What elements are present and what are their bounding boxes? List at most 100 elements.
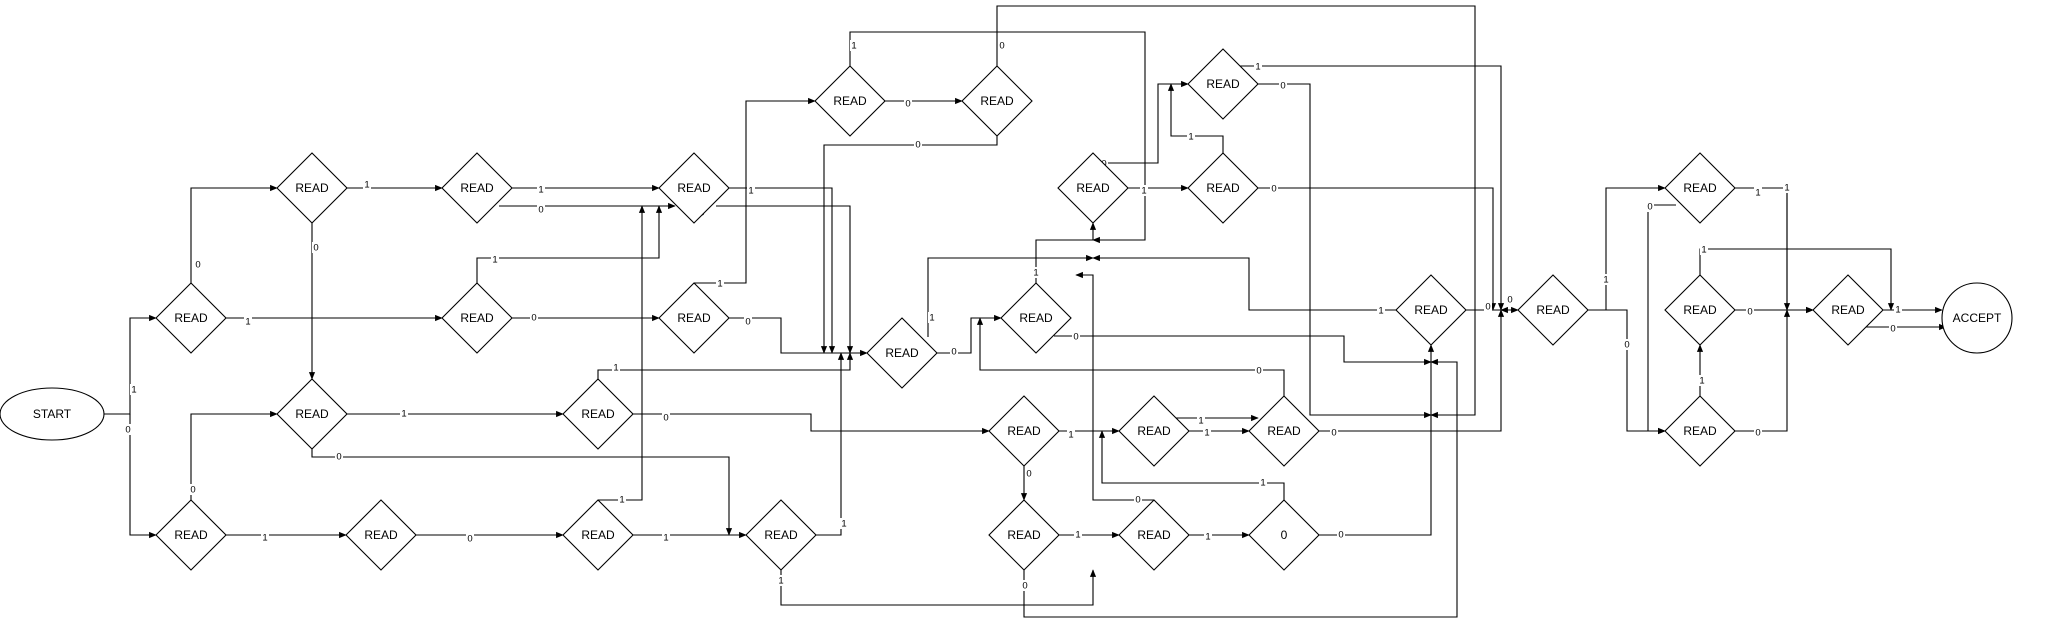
decision-node[interactable]: READ (814, 65, 886, 137)
edge-label: 0 (1279, 80, 1287, 92)
decision-node[interactable]: READ (155, 499, 227, 571)
decision-node[interactable]: READ (1000, 282, 1072, 354)
diamond-shape (1248, 395, 1320, 467)
decision-node[interactable]: READ (658, 282, 730, 354)
edge-label-text: 0 (336, 452, 341, 463)
node-label: READ (980, 94, 1014, 108)
edge-label: 1 (1894, 304, 1902, 316)
decision-node[interactable]: READ (988, 395, 1060, 467)
decision-node[interactable]: READ (961, 65, 1033, 137)
node-label: READ (1683, 424, 1717, 438)
diamond-shape (1664, 395, 1736, 467)
edge-label-background (312, 242, 320, 253)
edge-label-text: 0 (1507, 295, 1512, 306)
decision-node[interactable]: READ (155, 282, 227, 354)
edge-label-background (194, 259, 202, 270)
diamond-shape (1517, 274, 1589, 346)
edge-label-background (1754, 427, 1762, 438)
decision-node[interactable]: READ (441, 282, 513, 354)
node-label: READ (460, 311, 494, 325)
edge-label-background (1254, 61, 1262, 72)
edge-label: 0 (1746, 306, 1754, 318)
edge-label-text: 1 (262, 533, 267, 544)
edge-label-background (244, 316, 252, 327)
decision-node[interactable]: READ (441, 152, 513, 224)
edge-connector (1606, 309, 1666, 435)
edge-label-text: 0 (999, 41, 1004, 52)
node-label: READ (1076, 181, 1110, 195)
edge-label-text: 1 (1204, 428, 1209, 439)
decision-node[interactable]: READ (345, 499, 417, 571)
edge-label-text: 0 (1256, 366, 1261, 377)
node-layer: START READ READ READ READ READ READ READ READ REA… (0, 48, 2013, 571)
decision-node[interactable]: READ (1118, 499, 1190, 571)
edge-label: 1 (1074, 529, 1082, 541)
decision-node[interactable]: READ (276, 378, 348, 450)
decision-node[interactable]: READ (1664, 274, 1736, 346)
edge-connector (820, 136, 998, 354)
edge-label-background (466, 533, 474, 544)
edge-label-background (612, 362, 620, 373)
diamond-shape (988, 395, 1060, 467)
edge-label-text: 0 (1647, 202, 1652, 213)
decision-node[interactable]: READ (1664, 395, 1736, 467)
node-label: READ (833, 94, 867, 108)
decision-node[interactable]: READ (1057, 152, 1129, 224)
edge-label: 1 (1700, 244, 1708, 256)
decision-node[interactable]: READ (1664, 152, 1736, 224)
edge-label-text: 0 (313, 243, 318, 254)
edge-label-background (400, 408, 408, 419)
edge-label-background (1698, 375, 1706, 386)
node-label: READ (1414, 303, 1448, 317)
decision-node[interactable]: READ (1517, 274, 1589, 346)
decision-node[interactable]: READ (562, 378, 634, 450)
start-node[interactable]: START (0, 387, 105, 441)
diamond-shape (1118, 395, 1190, 467)
edge-label: 0 (1623, 339, 1631, 351)
edge-label: 0 (1646, 201, 1654, 213)
edge-label-text: 1 (851, 41, 856, 52)
decision-node[interactable]: READ (1812, 274, 1884, 346)
edge-label-background (998, 40, 1006, 51)
decision-node[interactable]: READ (745, 499, 817, 571)
edge-label-background (1072, 331, 1080, 342)
decision-node[interactable]: 0 (1248, 499, 1320, 571)
decision-node[interactable]: READ (1395, 274, 1467, 346)
decision-node[interactable]: READ (658, 152, 730, 224)
decision-node[interactable]: READ (1187, 48, 1259, 120)
edge-label-text: 0 (1338, 530, 1343, 541)
edge-connector (1075, 271, 1154, 501)
edge-label: 1 (1377, 305, 1385, 317)
ellipse-shape (0, 387, 105, 441)
edge-label-background (1021, 580, 1029, 591)
edge-label-text: 1 (1260, 478, 1265, 489)
decision-node[interactable]: READ (1118, 395, 1190, 467)
edge-label-background (1270, 183, 1278, 194)
edge-label: 1 (130, 384, 138, 396)
node-label: READ (1007, 528, 1041, 542)
edge-label-background (1506, 294, 1514, 305)
edge-connector (1258, 83, 1432, 419)
decision-node[interactable]: READ (1187, 152, 1259, 224)
edge-connector (104, 314, 157, 415)
decision-node[interactable]: READ (866, 317, 938, 389)
edge-label-background (904, 98, 912, 109)
edge-label-text: 1 (663, 533, 668, 544)
edge-label: 0 (1021, 580, 1029, 592)
edge-label-text: 0 (905, 99, 910, 110)
edge-connector (816, 352, 845, 536)
edge-label-layer: 1001011010101010101001111010010101010101… (124, 40, 1902, 592)
edge-label-background (363, 179, 371, 190)
decision-node[interactable]: READ (562, 499, 634, 571)
decision-node[interactable]: READ (988, 499, 1060, 571)
edge-connector (476, 205, 663, 283)
decision-node[interactable]: READ (276, 152, 348, 224)
node-label: READ (581, 407, 615, 421)
edge-label-background (1025, 468, 1033, 479)
edge-label-text: 0 (663, 413, 668, 424)
decision-node[interactable]: READ (1248, 395, 1320, 467)
accept-node[interactable]: ACCEPT (1941, 282, 2013, 354)
edge-label: 1 (777, 575, 785, 587)
edge-label: 1 (1140, 185, 1148, 197)
node-label: READ (174, 311, 208, 325)
